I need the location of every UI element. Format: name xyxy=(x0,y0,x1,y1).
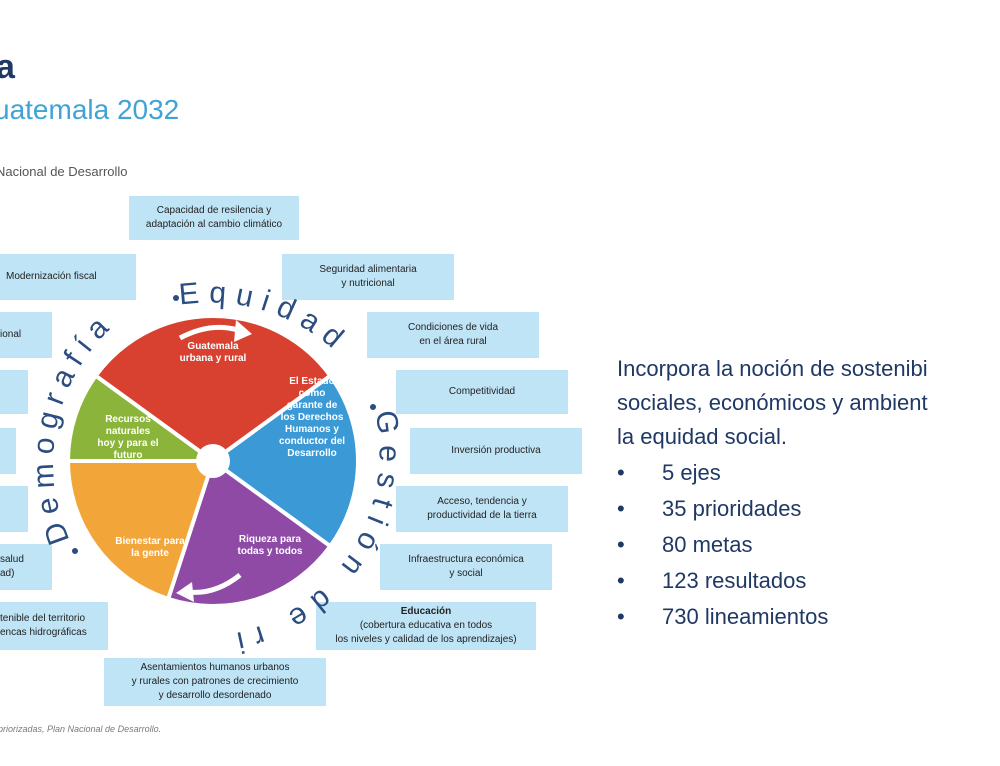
arrow-bottom-head xyxy=(176,582,194,602)
box-modernizacion: Modernización fiscal xyxy=(0,254,136,300)
box-partial-2 xyxy=(0,428,16,474)
box-partial-1 xyxy=(0,370,28,414)
bullet-marker: • xyxy=(617,496,625,521)
box-partial-3 xyxy=(0,486,28,532)
description-line-1: Incorpora la noción de sostenibi xyxy=(617,356,928,381)
box-seguridad: Seguridad alimentaria y nutricional xyxy=(282,254,454,300)
description: Incorpora la noción de sostenibi sociale… xyxy=(617,352,928,454)
box-condiciones: Condiciones de vida en el área rural xyxy=(367,312,539,358)
bullet-text: 5 ejes xyxy=(662,460,721,485)
wheel-hub xyxy=(196,444,230,478)
wheel-segment xyxy=(209,372,360,550)
box-educacion: Educación (cobertura educativa en todos … xyxy=(316,602,536,650)
box-infraestructura: Infraestructura económica y social xyxy=(380,544,552,590)
wheel-segment xyxy=(92,314,334,464)
bullet-marker: • xyxy=(617,568,625,593)
bullet-item: • 5 ejes xyxy=(617,455,828,491)
figure-caption: Nacional de Desarrollo xyxy=(0,164,128,179)
educacion-title: Educación xyxy=(400,606,452,617)
bullet-marker: • xyxy=(617,532,625,557)
bullet-text: 123 resultados xyxy=(662,568,807,593)
ring-dot-1 xyxy=(173,295,179,301)
wheel-segment xyxy=(65,459,216,602)
bullet-marker: • xyxy=(617,604,625,629)
figure-source: priorizadas, Plan Nacional de Desarrollo… xyxy=(0,724,162,734)
box-salud: salud ad) xyxy=(0,544,52,590)
bullet-text: 730 lineamientos xyxy=(662,604,829,629)
box-inversion: Inversión productiva xyxy=(410,428,582,474)
box-asentamientos: Asentamientos humanos urbanos y rurales … xyxy=(104,658,326,706)
box-ional: ional xyxy=(0,312,52,358)
page-subtitle: uatemala 2032 xyxy=(0,94,180,125)
wheel-segment xyxy=(165,457,334,608)
ring-dot-3 xyxy=(72,548,78,554)
box-acceso: Acceso, tendencia y productividad de la … xyxy=(396,486,568,532)
wheel-segment xyxy=(65,372,220,463)
bullet-list: • 5 ejes • 35 prioridades • 80 metas • 123 r… xyxy=(617,455,828,635)
bullet-text: 80 metas xyxy=(662,532,753,557)
ring-dot-2 xyxy=(370,404,376,410)
bullet-item: • 35 prioridades xyxy=(617,491,828,527)
bullet-marker: • xyxy=(617,460,625,485)
arrow-top-head xyxy=(234,320,252,342)
educacion-body: (cobertura educativa en todos los nivele… xyxy=(335,620,517,645)
page-title: a xyxy=(0,48,15,86)
description-line-2: sociales, económicos y ambient xyxy=(617,390,928,415)
bullet-item: • 730 lineamientos xyxy=(617,599,828,635)
arrow-top-icon xyxy=(178,324,239,341)
box-territorio: tenible del territorio encas hidrográfic… xyxy=(0,602,108,650)
bullet-item: • 80 metas xyxy=(617,527,828,563)
box-competitividad: Competitividad xyxy=(396,370,568,414)
bullet-text: 35 prioridades xyxy=(662,496,802,521)
box-resiliencia: Capacidad de resilencia y adaptación al … xyxy=(129,196,299,240)
description-line-3: la equidad social. xyxy=(617,424,788,449)
arrow-bottom-icon xyxy=(187,573,242,595)
bullet-item: • 123 resultados xyxy=(617,563,828,599)
